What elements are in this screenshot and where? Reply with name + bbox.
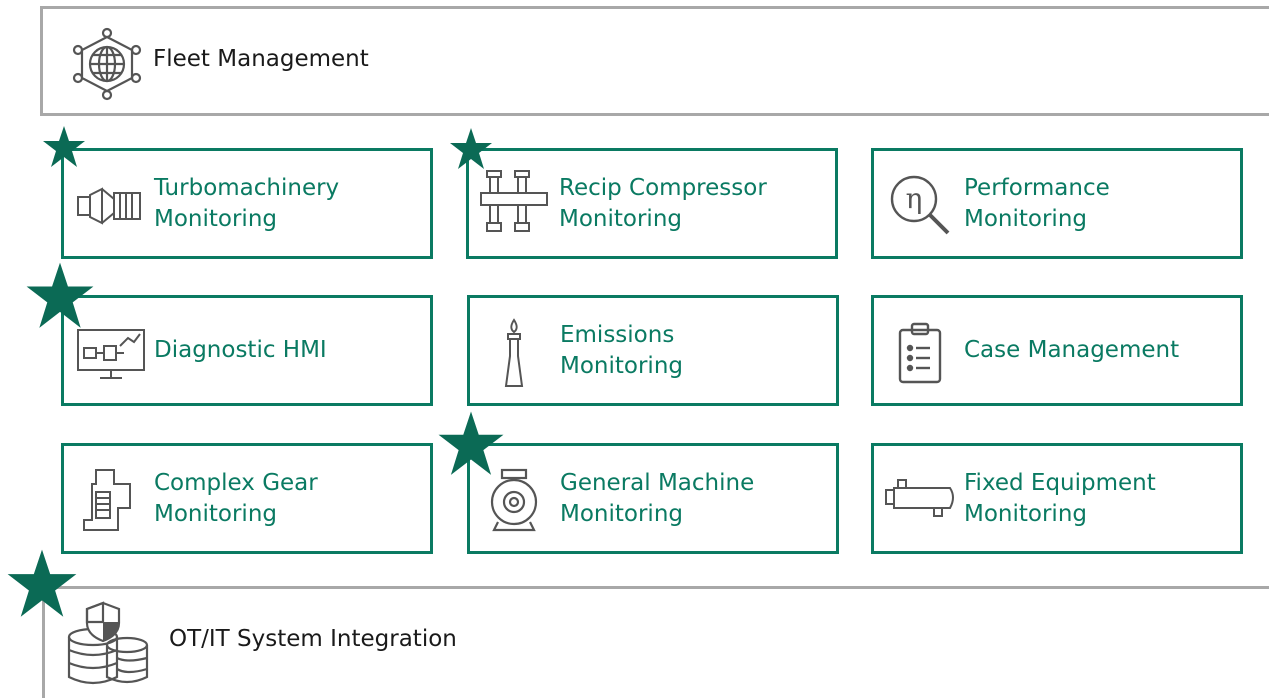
ot-it-system-integration-label: OT/IT System Integration: [169, 626, 457, 652]
svg-text:η: η: [906, 182, 923, 215]
database-shield-icon: [65, 597, 153, 693]
tile-case-management[interactable]: Case Management: [871, 295, 1243, 406]
pump-icon: [480, 464, 554, 538]
tile-recip-compressor-monitoring[interactable]: Recip Compressor Monitoring: [466, 148, 838, 259]
vessel-icon: [884, 464, 958, 538]
tile-label-line1: Fixed Equipment: [964, 469, 1156, 496]
star-marker-recip-compressor: [450, 128, 492, 169]
tile-label-line1: General Machine: [560, 469, 755, 496]
compressor-icon: [479, 169, 553, 243]
tile-label-line2: Monitoring: [154, 500, 277, 527]
tile-label-line1: Case Management: [964, 337, 1180, 363]
tile-emissions-monitoring[interactable]: Emissions Monitoring: [467, 295, 839, 406]
tile-label-line2: Monitoring: [964, 500, 1087, 527]
tile-label-line1: Emissions: [560, 321, 675, 348]
tile-diagnostic-hmi[interactable]: Diagnostic HMI: [61, 295, 433, 406]
tile-label-line1: Performance: [964, 174, 1110, 201]
tile-label-line2: Monitoring: [154, 205, 277, 232]
globe-network-icon: [69, 26, 145, 106]
tile-label-line1: Complex Gear: [154, 469, 318, 496]
star-marker-diagnostic-hmi: [26, 262, 94, 328]
tile-label-line2: Monitoring: [559, 205, 682, 232]
flare-stack-icon: [480, 316, 554, 390]
tile-label-line2: Monitoring: [560, 352, 683, 379]
tile-complex-gear-monitoring[interactable]: Complex Gear Monitoring: [61, 443, 433, 554]
eta-magnifier-icon: η: [884, 169, 958, 243]
fleet-management-bar[interactable]: Fleet Management: [40, 6, 1269, 116]
star-marker-turbomachinery: [43, 126, 85, 167]
tile-performance-monitoring[interactable]: η Performance Monitoring: [871, 148, 1243, 259]
tile-general-machine-monitoring[interactable]: General Machine Monitoring: [467, 443, 839, 554]
tile-label-line2: Monitoring: [560, 500, 683, 527]
gearbox-icon: [74, 464, 148, 538]
star-marker-ot-it: [7, 549, 77, 617]
tile-label-line1: Diagnostic HMI: [154, 337, 327, 363]
ot-it-system-integration-bar[interactable]: OT/IT System Integration: [42, 586, 1269, 698]
tile-label-line1: Recip Compressor: [559, 174, 767, 201]
clipboard-icon: [884, 316, 958, 390]
tile-fixed-equipment-monitoring[interactable]: Fixed Equipment Monitoring: [871, 443, 1243, 554]
tile-label-line1: Turbomachinery: [154, 174, 340, 201]
star-marker-general-machine: [438, 411, 504, 475]
tile-label-line2: Monitoring: [964, 205, 1087, 232]
hmi-monitor-icon: [74, 316, 148, 390]
turbine-icon: [74, 169, 148, 243]
tile-turbomachinery-monitoring[interactable]: Turbomachinery Monitoring: [61, 148, 433, 259]
fleet-management-label: Fleet Management: [153, 46, 369, 72]
